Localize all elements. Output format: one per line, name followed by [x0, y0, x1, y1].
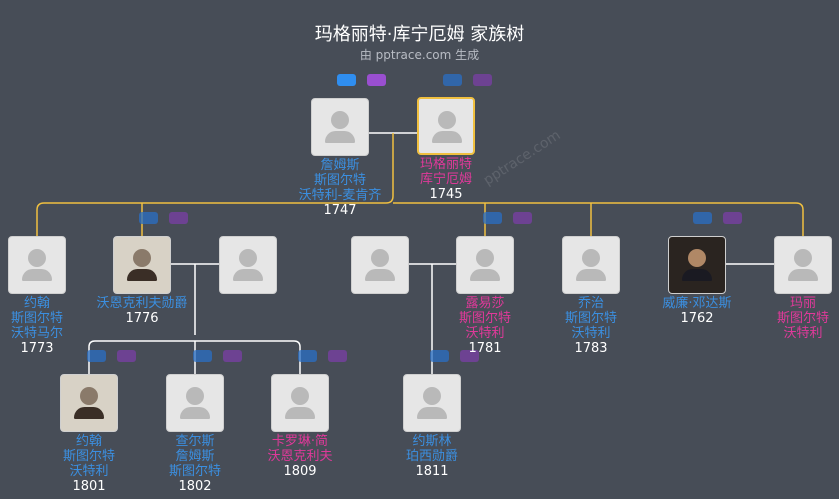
expand-toggle[interactable]: [473, 74, 492, 86]
person-name: 约斯林珀西勋爵: [405, 434, 458, 464]
person-card-wharncliffe[interactable]: 沃恩克利夫勋爵 1776: [92, 236, 192, 327]
person-card-george[interactable]: 乔治斯图尔特沃特利 1783: [541, 236, 641, 357]
expand-toggle[interactable]: [298, 350, 317, 362]
expand-toggle[interactable]: [443, 74, 462, 86]
person-name: 詹姆斯斯图尔特沃特利-麦肯齐: [298, 158, 382, 203]
person-birth-year: 1773: [20, 341, 54, 356]
portrait-photo: [668, 236, 726, 294]
person-name: 威廉·邓达斯: [662, 296, 732, 311]
expand-toggle[interactable]: [117, 350, 136, 362]
expand-toggle[interactable]: [460, 350, 479, 362]
person-card-charles[interactable]: 查尔斯詹姆斯斯图尔特 1802: [145, 374, 245, 495]
person-birth-year: 1811: [415, 464, 449, 479]
portrait-photo: [113, 236, 171, 294]
person-card-spouse[interactable]: [330, 236, 430, 294]
person-card-caroline[interactable]: 卡罗琳·简沃恩克利夫 1809: [250, 374, 350, 480]
person-birth-year: 1781: [468, 341, 502, 356]
branch-john1: [36, 133, 394, 236]
person-name: 卡罗琳·简沃恩克利夫: [267, 434, 333, 464]
expand-toggle[interactable]: [693, 212, 712, 224]
expand-toggle[interactable]: [223, 350, 242, 362]
person-card-louisa[interactable]: 露易莎斯图尔特沃特利 1781: [435, 236, 535, 357]
person-card-john1[interactable]: 约翰斯图尔特沃特马尔 1773: [0, 236, 87, 357]
expand-toggle[interactable]: [430, 350, 449, 362]
person-name: 玛格丽特库宁厄姆: [419, 157, 472, 187]
person-name: 查尔斯詹姆斯斯图尔特: [168, 434, 221, 479]
expand-toggle[interactable]: [87, 350, 106, 362]
expand-toggle[interactable]: [328, 350, 347, 362]
expand-toggle[interactable]: [193, 350, 212, 362]
person-card-josslyn[interactable]: 约斯林珀西勋爵 1811: [382, 374, 482, 480]
branch-mary: [393, 202, 804, 236]
person-name: 乔治斯图尔特沃特利: [564, 296, 617, 341]
person-card-margaret[interactable]: 玛格丽特库宁厄姆 1745: [396, 97, 496, 203]
avatar-placeholder-icon: [774, 236, 832, 294]
person-card-william[interactable]: 威廉·邓达斯 1762: [647, 236, 747, 327]
children-wharncliffe: [88, 264, 301, 374]
avatar-placeholder-icon: [403, 374, 461, 432]
expand-toggle[interactable]: [723, 212, 742, 224]
person-card-spouse[interactable]: [198, 236, 298, 294]
person-card-james[interactable]: 詹姆斯斯图尔特沃特利-麦肯齐 1747: [290, 98, 390, 219]
expand-toggle[interactable]: [139, 212, 158, 224]
page-subtitle: 由 pptrace.com 生成: [359, 48, 480, 62]
person-birth-year: 1801: [72, 479, 106, 494]
portrait-photo: [60, 374, 118, 432]
person-name: 沃恩克利夫勋爵: [96, 296, 188, 311]
expand-toggle[interactable]: [169, 212, 188, 224]
person-name: 露易莎斯图尔特沃特利: [458, 296, 511, 341]
person-name: 约翰斯图尔特沃特马尔: [10, 296, 63, 341]
person-birth-year: 1802: [178, 479, 212, 494]
avatar-placeholder-icon: [166, 374, 224, 432]
expand-toggle[interactable]: [513, 212, 532, 224]
avatar-placeholder-icon: [271, 374, 329, 432]
person-birth-year: 1747: [323, 203, 357, 218]
expand-toggle[interactable]: [337, 74, 356, 86]
person-birth-year: 1745: [429, 187, 463, 202]
person-birth-year: 1776: [125, 311, 159, 326]
person-birth-year: 1762: [680, 311, 714, 326]
person-name: 玛丽斯图尔特沃特利: [776, 296, 829, 341]
avatar-placeholder-icon: [351, 236, 409, 294]
avatar-placeholder-icon: [8, 236, 66, 294]
person-birth-year: 1783: [574, 341, 608, 356]
avatar-placeholder-icon: [417, 97, 475, 155]
avatar-placeholder-icon: [456, 236, 514, 294]
page-title: 玛格丽特·库宁厄姆 家族树: [314, 24, 525, 45]
person-card-john2[interactable]: 约翰斯图尔特沃特利 1801: [39, 374, 139, 495]
expand-toggle[interactable]: [483, 212, 502, 224]
person-card-mary[interactable]: 玛丽斯图尔特沃特利: [753, 236, 839, 341]
avatar-placeholder-icon: [562, 236, 620, 294]
person-birth-year: 1809: [283, 464, 317, 479]
expand-toggle[interactable]: [367, 74, 386, 86]
avatar-placeholder-icon: [219, 236, 277, 294]
avatar-placeholder-icon: [311, 98, 369, 156]
person-name: 约翰斯图尔特沃特利: [62, 434, 115, 479]
